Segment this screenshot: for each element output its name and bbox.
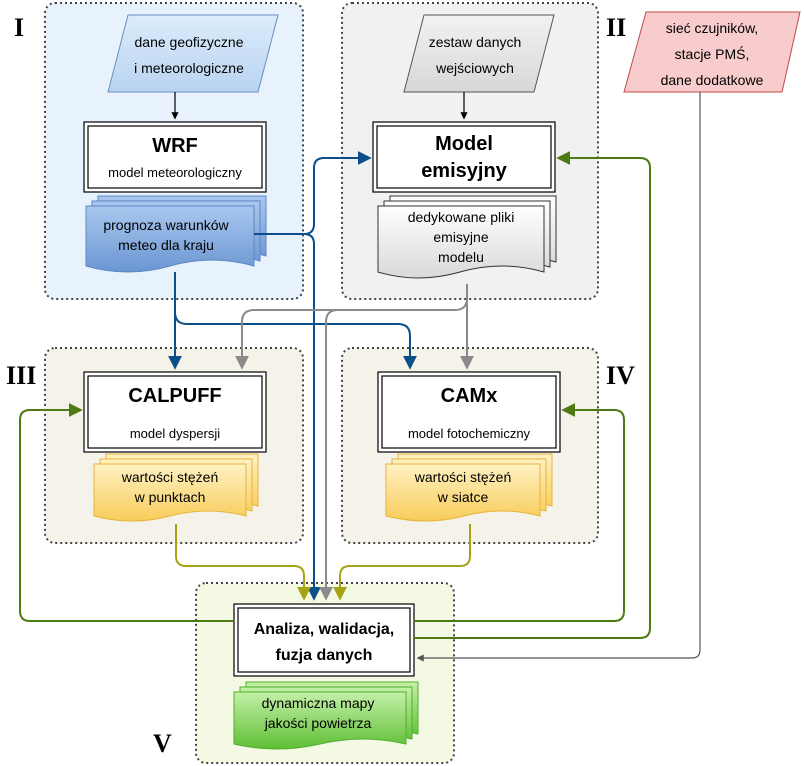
- svg-text:wejściowych: wejściowych: [435, 60, 514, 76]
- arrow-siatce-to-analiza: [333, 524, 471, 601]
- svg-text:Model: Model: [435, 133, 493, 155]
- arrow-analiza-to-camx: [414, 403, 625, 622]
- arrow-prognoza-to-emisyjny: [254, 151, 372, 235]
- output-stezen-punktach: wartości stężeń w punktach: [93, 453, 259, 522]
- numeral-i: I: [14, 13, 24, 42]
- arrow-prognoza-to-analiza: [303, 233, 321, 601]
- input-siec-czujnikow: sieć czujników, stacje PMŚ, dane dodatko…: [623, 11, 801, 93]
- svg-text:dane geofizyczne: dane geofizyczne: [135, 34, 244, 50]
- numeral-v: V: [153, 729, 172, 758]
- svg-text:sieć czujników,: sieć czujników,: [666, 20, 759, 36]
- svg-text:zestaw danych: zestaw danych: [429, 34, 522, 50]
- model-wrf-box: WRF model meteorologiczny: [83, 121, 267, 193]
- arrow-prognoza-to-camx: [174, 311, 417, 370]
- svg-text:dedykowane pliki: dedykowane pliki: [408, 209, 515, 225]
- svg-text:stacje PMŚ,: stacje PMŚ,: [675, 45, 750, 62]
- output-prognoza: prognoza warunków meteo dla kraju: [85, 195, 267, 273]
- svg-text:WRF: WRF: [152, 135, 198, 157]
- model-camx-box: CAMx model fotochemiczny: [377, 371, 561, 453]
- arrow-analiza-to-emisyjny: [414, 151, 651, 639]
- input-dane-geofizyczne: dane geofizyczne i meteorologiczne: [107, 14, 279, 93]
- svg-text:fuzja danych: fuzja danych: [276, 647, 373, 664]
- numeral-iii: III: [6, 361, 36, 390]
- svg-text:meteo dla kraju: meteo dla kraju: [118, 237, 214, 253]
- svg-text:CALPUFF: CALPUFF: [128, 385, 221, 407]
- arrow-siec-to-analiza: [416, 92, 701, 662]
- svg-text:jakości powietrza: jakości powietrza: [264, 715, 372, 731]
- output-pliki-emisyjne: dedykowane pliki emisyjne modelu: [377, 195, 557, 279]
- input-zestaw-danych: zestaw danych wejściowych: [403, 14, 555, 93]
- svg-text:emisyjny: emisyjny: [421, 160, 507, 182]
- analiza-box: Analiza, walidacja, fuzja danych: [233, 603, 415, 677]
- svg-text:model dyspersji: model dyspersji: [130, 426, 220, 441]
- svg-text:Analiza, walidacja,: Analiza, walidacja,: [254, 621, 395, 638]
- svg-text:i meteorologiczne: i meteorologiczne: [134, 60, 244, 76]
- output-stezen-siatce: wartości stężeń w siatce: [385, 453, 553, 522]
- output-mapy-jakosci: dynamiczna mapy jakości powietrza: [233, 681, 419, 750]
- svg-text:wartości stężeń: wartości stężeń: [414, 469, 511, 485]
- svg-text:dynamiczna mapy: dynamiczna mapy: [262, 695, 375, 711]
- svg-text:dane dodatkowe: dane dodatkowe: [661, 72, 764, 88]
- model-calpuff-box: CALPUFF model dyspersji: [83, 371, 267, 453]
- numeral-ii: II: [606, 13, 626, 42]
- arrow-pliki-to-analiza: [319, 309, 455, 601]
- arrow-analiza-to-calpuff: [19, 403, 234, 622]
- svg-text:CAMx: CAMx: [441, 385, 498, 407]
- svg-text:w siatce: w siatce: [437, 489, 489, 505]
- svg-text:modelu: modelu: [438, 249, 484, 265]
- arrow-punktach-to-analiza: [175, 524, 311, 601]
- svg-text:prognoza warunków: prognoza warunków: [103, 217, 229, 233]
- svg-text:model meteorologiczny: model meteorologiczny: [108, 165, 242, 180]
- numeral-iv: IV: [606, 361, 635, 390]
- svg-text:emisyjne: emisyjne: [433, 229, 488, 245]
- svg-text:model fotochemiczny: model fotochemiczny: [408, 426, 531, 441]
- arrow-pliki-to-calpuff: [235, 297, 468, 370]
- svg-text:w punktach: w punktach: [134, 489, 206, 505]
- model-emisyjny-box: Model emisyjny: [372, 121, 556, 193]
- svg-text:wartości stężeń: wartości stężeń: [121, 469, 218, 485]
